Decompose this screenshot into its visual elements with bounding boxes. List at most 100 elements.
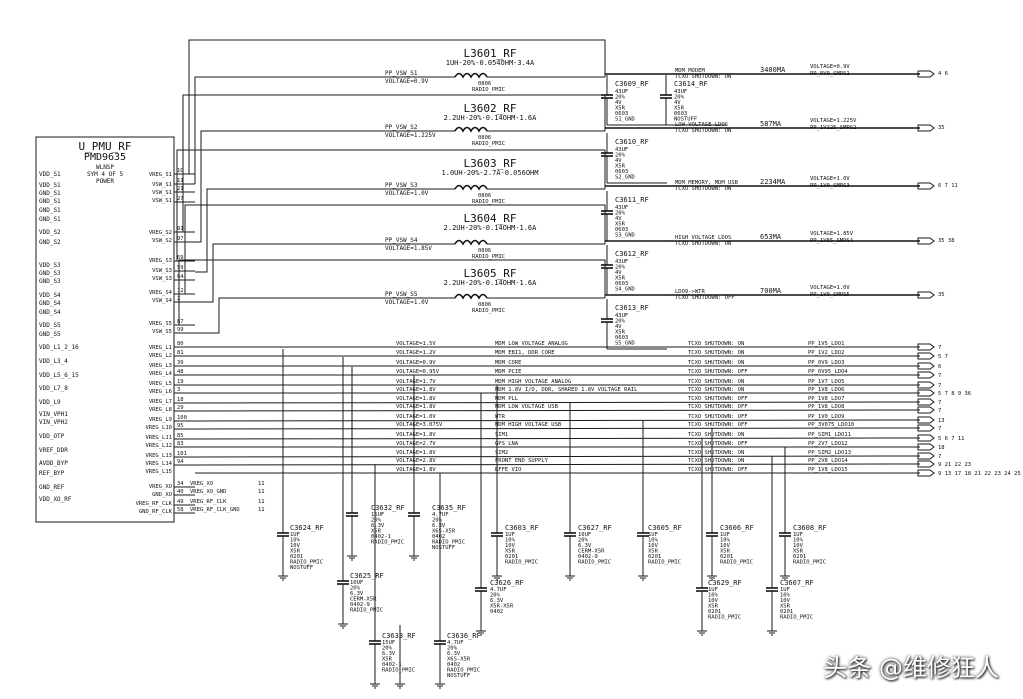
capacitor-spec: 43UF [615, 205, 628, 211]
pin-number: 87 [177, 319, 184, 325]
switch-net: PP_VSW_S3 [385, 182, 418, 189]
inductor-coil [454, 126, 488, 133]
capacitor-ref: C3611_RF [615, 196, 649, 204]
ldo-connector [917, 406, 935, 414]
chip-right-pin: VREG_L14 [146, 461, 173, 467]
ldo-voltage: VOLTAGE=1.5V [396, 341, 436, 347]
switch-voltage: VOLTAGE=1.0V [385, 190, 429, 197]
chip-left-pin: VDD_S2 [39, 229, 61, 236]
ldo-connector [917, 443, 935, 451]
capacitor-spec: 10V [648, 543, 659, 549]
xo-net: VREG_XO [190, 481, 213, 487]
capacitor-ref: C3606_RF [720, 524, 754, 532]
inductor-note: RADIO_PMIC [472, 199, 505, 205]
capacitor-spec: RADIO_PMIC [505, 560, 538, 566]
rail-shutdown: TCXO SHUTDOWN: OFF [675, 295, 735, 301]
capacitor-ref: C3608_RF [793, 524, 827, 532]
capacitor-spec: CERM-X5R [578, 549, 605, 555]
pin-number: 49 [177, 499, 184, 505]
capacitor-spec: 0402-9 [578, 554, 598, 560]
capacitor-spec: X5R [793, 549, 804, 555]
capacitor-ref: C3636_RF [447, 632, 481, 640]
ldo-shutdown: TCXO SHUTDOWN: ON [688, 350, 744, 356]
capacitor-spec: X5R [615, 106, 626, 112]
chip-left-pin: VDD_L7_8 [39, 385, 68, 392]
capacitor-spec: 0402-1 [382, 662, 402, 668]
ldo-voltage: VOLTAGE=2.7V [396, 441, 436, 447]
capacitor-spec: 20% [615, 211, 626, 217]
chip-right-pin: GND_XO [152, 492, 172, 498]
capacitor-spec: RADIO_PMIC [720, 560, 753, 566]
pin-number: 29 [177, 405, 184, 411]
inductor-ref: L3605_RF [464, 267, 517, 280]
ldo-connector [917, 424, 935, 432]
chip-left-pin: GND_S3 [39, 270, 61, 277]
switch-voltage: VOLTAGE=1.225V [385, 132, 436, 139]
chip-left-pin: VDD_S5 [39, 322, 61, 329]
ldo-rail-wire [194, 427, 921, 430]
ldo-voltage: VOLTAGE=1.8V [396, 396, 436, 402]
chip-right-pin: VREG_S3 [149, 258, 172, 264]
ldo-shutdown: TCXO SHUTDOWN: ON [688, 432, 744, 438]
inductor-coil [454, 293, 488, 300]
capacitor-spec: 0201 [793, 554, 806, 560]
ldo-voltage: VOLTAGE=1.7V [396, 379, 436, 385]
chip-right-pin: VREG_S5 [149, 321, 172, 327]
capacitor-spec: 15UF [371, 512, 384, 518]
pin-number: 11 [177, 178, 184, 184]
capacitor-spec: CERM-X5R [350, 597, 377, 603]
capacitor-ref: C3613_RF [615, 304, 649, 312]
ldo-voltage: VOLTAGE=1.2V [396, 350, 436, 356]
inductor-coil [454, 239, 488, 246]
ldo-description: GPS LNA [495, 441, 519, 447]
pin-number: 100 [177, 415, 187, 421]
capacitor-ref: C3612_RF [615, 250, 649, 258]
pin-number: 58 [177, 507, 184, 513]
capacitor-spec: 10V [505, 543, 516, 549]
ldo-rail-wire [194, 437, 921, 440]
ldo-shutdown: TCXO SHUTDOWN: ON [688, 360, 744, 366]
inductor-package: 0806 [478, 193, 491, 199]
capacitor-spec: 1UF [720, 532, 730, 538]
inductor-note: RADIO_PMIC [472, 87, 505, 93]
ldo-connector [917, 389, 935, 397]
capacitor-spec: 10% [505, 538, 516, 544]
pin-number: 48 [177, 369, 184, 375]
capacitor-spec: S1_GND [615, 117, 635, 123]
rail-net: PP_0V9_SMPS1 [810, 71, 850, 77]
inductor-package: 0806 [478, 81, 491, 87]
ldo-net: PP_1V2_LDO2 [808, 350, 844, 356]
capacitor-spec: 4V [615, 270, 622, 276]
rail-voltage: VOLTAGE=1.0V [810, 176, 850, 182]
page-reference: 35 [938, 292, 945, 298]
chip-left-pin: VDD_L3_4 [39, 358, 68, 365]
ldo-voltage: VOLTAGE=0.9V [396, 360, 436, 366]
capacitor-spec: S4_GND [615, 287, 635, 293]
pin-number: 12 [177, 288, 184, 294]
capacitor-spec: 0201 [780, 609, 793, 615]
rail-description: MDM MEMORY, MDM USB [675, 180, 739, 186]
xo-net: VREG_RF_CLK_GND [190, 507, 240, 513]
ldo-voltage: VOLTAGE=1.8V [396, 387, 436, 393]
capacitor-spec: 10V [708, 598, 719, 604]
chip-right-pin: VSW_S3 [152, 276, 172, 282]
pin-number: 18 [177, 397, 184, 403]
page-reference: 7 [938, 373, 941, 379]
ldo-net: PP_1V8_LDO7 [808, 396, 844, 402]
chip-right-pin: VSW_S3 [152, 268, 172, 274]
rail-current: 2234MA [760, 178, 786, 186]
capacitor-spec: RADIO_PMIC [371, 540, 404, 546]
page-reference: 7 [938, 408, 941, 414]
capacitor-spec: 20% [371, 518, 382, 524]
capacitor-spec: 1UF [648, 532, 658, 538]
chip-right-pin: VREG_L9 [149, 417, 172, 423]
capacitor-spec: X5R [290, 549, 301, 555]
rail-description: LDO9->WTR [675, 289, 705, 295]
rail-shutdown: TCXO SHUTDOWN: ON [675, 241, 731, 247]
chip-right-pin: VREG_L5 [149, 381, 172, 387]
ldo-description: MDM LOW VOLTAGE ANALOG [495, 341, 568, 347]
page-reference: 7 [938, 454, 941, 460]
pin-number: 21 [177, 186, 184, 192]
